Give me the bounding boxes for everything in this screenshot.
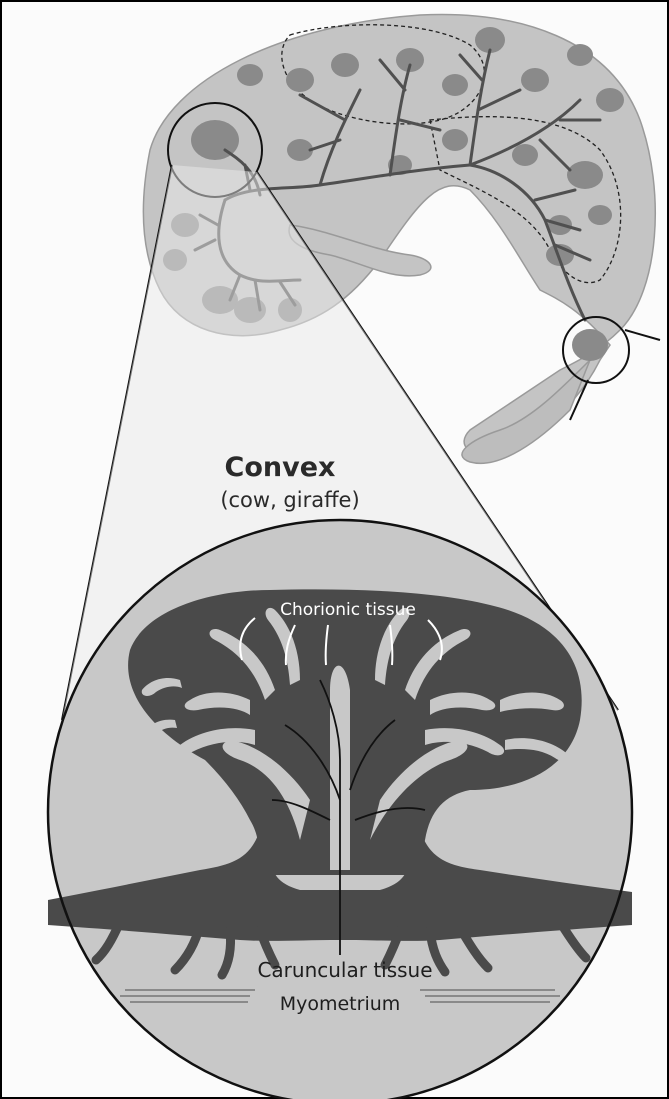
label-caruncular-tissue: Caruncular tissue [200, 958, 490, 982]
figure-title: Convex [195, 452, 365, 483]
figure-subtitle: (cow, giraffe) [195, 488, 385, 512]
label-myometrium: Myometrium [240, 993, 440, 1015]
label-chorionic-tissue: Chorionic tissue [238, 600, 458, 620]
